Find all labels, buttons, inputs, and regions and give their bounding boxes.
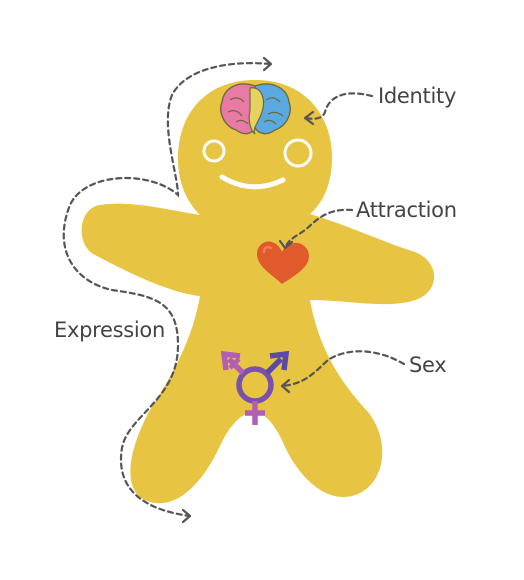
smile bbox=[219, 174, 286, 190]
expression-label: Expression bbox=[54, 318, 165, 342]
heart-icon bbox=[257, 241, 309, 284]
expression-arrowhead-top bbox=[262, 56, 273, 72]
identity-connector bbox=[304, 92, 374, 120]
brain-icon bbox=[220, 83, 291, 135]
attraction-connector bbox=[284, 208, 354, 248]
identity-arrowhead bbox=[303, 110, 315, 126]
attraction-arrowhead bbox=[278, 239, 294, 250]
gingerbread-person bbox=[81, 80, 435, 504]
transgender-symbol bbox=[220, 350, 290, 425]
expression-arrowhead-bottom bbox=[181, 508, 192, 524]
sex-connector bbox=[280, 350, 406, 388]
left-eye bbox=[202, 139, 226, 163]
attraction-label: Attraction bbox=[356, 198, 457, 222]
expression-connector bbox=[62, 62, 272, 518]
sex-arrowhead bbox=[280, 378, 291, 394]
sex-label: Sex bbox=[409, 353, 447, 377]
right-eye bbox=[283, 138, 313, 168]
identity-label: Identity bbox=[378, 84, 457, 108]
